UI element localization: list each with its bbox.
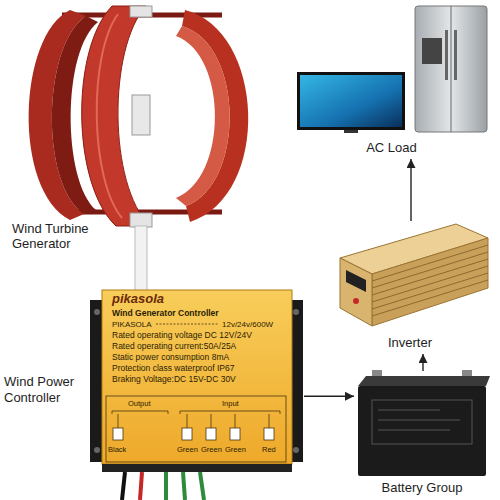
output-bracket	[112, 411, 168, 414]
component-label: AC Load	[293, 140, 490, 156]
spec-text: 12v/24v/600W	[222, 320, 273, 329]
fridge-dispenser	[422, 38, 442, 64]
battery-sticker-line	[378, 410, 440, 411]
front-blade	[82, 6, 150, 226]
blade-highlight	[97, 14, 122, 218]
terminal-label: Output	[128, 400, 151, 409]
inverter-fins	[372, 245, 488, 316]
screw-hole	[293, 447, 299, 453]
bottom-bracket	[130, 213, 152, 227]
battery-terminal	[462, 370, 472, 377]
component-label: Wind Turbine Generator	[12, 221, 122, 252]
battery-sticker-line	[378, 420, 460, 421]
flow-arrow	[410, 159, 411, 221]
terminal-label: Green	[201, 446, 222, 455]
dash-line	[156, 324, 218, 325]
wiring-box	[106, 396, 286, 462]
fridge-handle	[445, 30, 448, 80]
component-label: Battery Group	[354, 480, 490, 496]
terminal-leads	[118, 414, 269, 428]
tv-frame	[297, 72, 405, 130]
screw-hole	[293, 309, 299, 315]
right-blade-inner	[176, 26, 230, 206]
terminal-label: Green	[177, 446, 198, 455]
spec-text: Static power consumption 8mA	[112, 353, 229, 363]
component-label: Wind Power Controller	[4, 374, 88, 405]
spec-text: PIKASOLA	[112, 320, 152, 329]
inverter-display	[346, 270, 366, 292]
input-bracket	[180, 411, 280, 414]
controller-body	[102, 290, 292, 464]
inverter-switch	[353, 298, 359, 304]
terminal-label: Green	[225, 446, 246, 455]
tv-screen	[300, 75, 402, 127]
terminal-label: Red	[262, 446, 276, 455]
battery-sticker	[372, 400, 472, 444]
fridge-body	[415, 6, 487, 132]
flow-arrow	[422, 354, 423, 371]
battery-picture	[358, 370, 490, 476]
top-cap	[130, 6, 152, 17]
terminal-strip	[102, 464, 292, 472]
flow-arrow	[304, 396, 354, 397]
controller-picture	[90, 290, 303, 500]
tv-picture	[297, 72, 405, 133]
component-group: Inverter	[330, 221, 492, 354]
screw-hole	[94, 309, 100, 315]
terminal-label: Black	[108, 446, 126, 455]
brand-logo: pikasola	[112, 292, 164, 307]
inverter-front	[340, 258, 372, 326]
fridge-split	[451, 6, 452, 132]
spec-text: Protection class waterproof IP67	[112, 364, 234, 374]
component-group: Battery Group	[354, 371, 492, 498]
tv-stand	[344, 130, 358, 133]
screw-hole	[94, 447, 100, 453]
fridge-handle	[454, 30, 457, 80]
battery-body	[358, 386, 486, 476]
battery-terminal	[372, 370, 382, 377]
component-group: AC Load	[293, 3, 492, 159]
terminal-label: Input	[222, 400, 239, 409]
spec-text: Rated operating current:50A/25A	[112, 342, 236, 352]
pole	[135, 226, 147, 292]
spec-text: Braking Voltage:DC 15V-DC 30V	[112, 375, 236, 385]
spec-text: Rated operating voltage DC 12V/24V	[112, 331, 252, 341]
component-group: Wind Turbine Generator	[8, 5, 272, 255]
inverter-picture	[340, 224, 488, 326]
hub	[132, 95, 150, 135]
battery-sticker-line	[378, 430, 450, 431]
battery-top	[358, 376, 490, 386]
inverter-side	[372, 238, 488, 326]
spec-text: Wind Generator Controller	[112, 309, 219, 319]
component-label: Inverter	[330, 335, 490, 351]
terminal-squares	[113, 428, 274, 440]
fridge-picture	[415, 6, 487, 132]
output-wires	[122, 472, 204, 500]
